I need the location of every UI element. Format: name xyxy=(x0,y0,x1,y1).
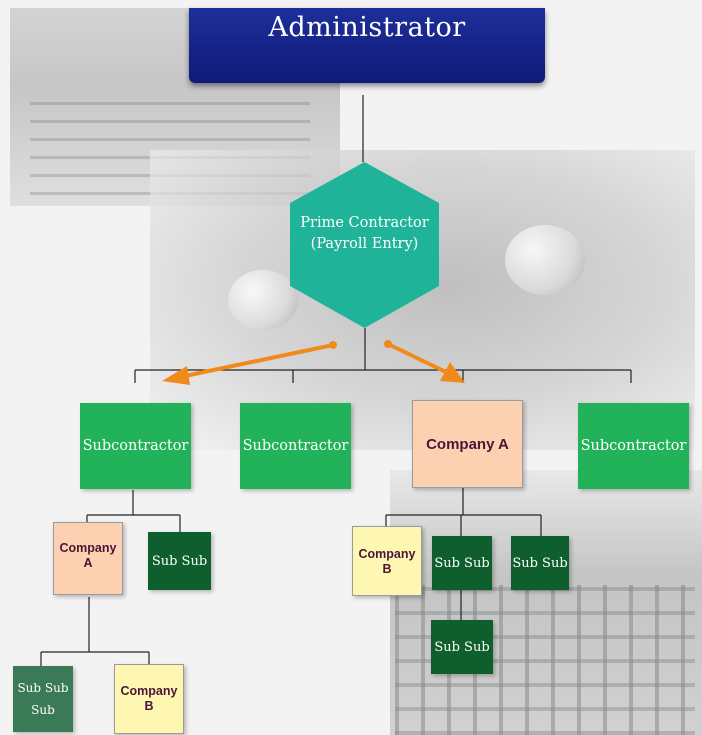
subcontractor-node-2: Subcontractor xyxy=(240,403,351,489)
company-b-node-left: Company B xyxy=(114,664,184,734)
company-a-node-left: Company A xyxy=(53,522,123,595)
company-b-node-right: Company B xyxy=(352,526,422,596)
sub-sub-label: Sub Sub xyxy=(512,555,568,571)
subcontractor-label: Subcontractor xyxy=(580,438,687,454)
subcontractor-node-1: Subcontractor xyxy=(80,403,191,489)
sub-sub-node-left: Sub Sub xyxy=(148,532,211,590)
orange-arrows xyxy=(162,340,465,385)
company-b-line1: Company xyxy=(358,547,416,561)
subcontractor-label: Subcontractor xyxy=(82,438,189,454)
background-photo-fence xyxy=(390,470,702,735)
administrator-label: Administrator xyxy=(268,12,466,43)
subcontractor-node-4: Subcontractor xyxy=(578,403,689,489)
arrow-left-line xyxy=(179,343,334,379)
prime-contractor-subtitle: (Payroll Entry) xyxy=(310,236,419,252)
administrator-box: Administrator xyxy=(189,8,545,83)
background-helmet-right xyxy=(505,225,585,295)
sub-sub-label: Sub Sub xyxy=(434,555,490,571)
arrow-left-head xyxy=(162,366,190,385)
sub-sub-node-right-3: Sub Sub xyxy=(431,620,493,674)
sub-sub-node-right-2: Sub Sub xyxy=(511,536,569,590)
sub-sub-label: Sub Sub xyxy=(434,639,490,655)
company-a-label: Company A xyxy=(426,435,509,453)
sub-sub-sub-line1: Sub Sub xyxy=(17,681,69,695)
background-helmet-left xyxy=(228,270,298,330)
company-b-line1: Company xyxy=(120,684,178,698)
sub-sub-sub-line2: Sub xyxy=(31,703,55,717)
company-a-line2: A xyxy=(83,556,93,570)
sub-sub-label: Sub Sub xyxy=(151,553,208,569)
company-a-line1: Company xyxy=(59,541,117,555)
prime-contractor-title: Prime Contractor xyxy=(300,215,429,231)
prime-contractor-label: Prime Contractor (Payroll Entry) xyxy=(290,213,439,255)
sub-sub-sub-node: Sub Sub Sub xyxy=(13,666,73,732)
company-b-line2: B xyxy=(144,699,154,713)
subcontractor-label: Subcontractor xyxy=(242,438,349,454)
arrow-right-line xyxy=(387,342,449,375)
company-a-node-main: Company A xyxy=(412,400,523,488)
prime-contractor-hexagon xyxy=(290,162,439,328)
sub-sub-node-right-1: Sub Sub xyxy=(432,536,492,590)
company-b-line2: B xyxy=(382,562,392,576)
arrow-right-head xyxy=(440,362,465,383)
